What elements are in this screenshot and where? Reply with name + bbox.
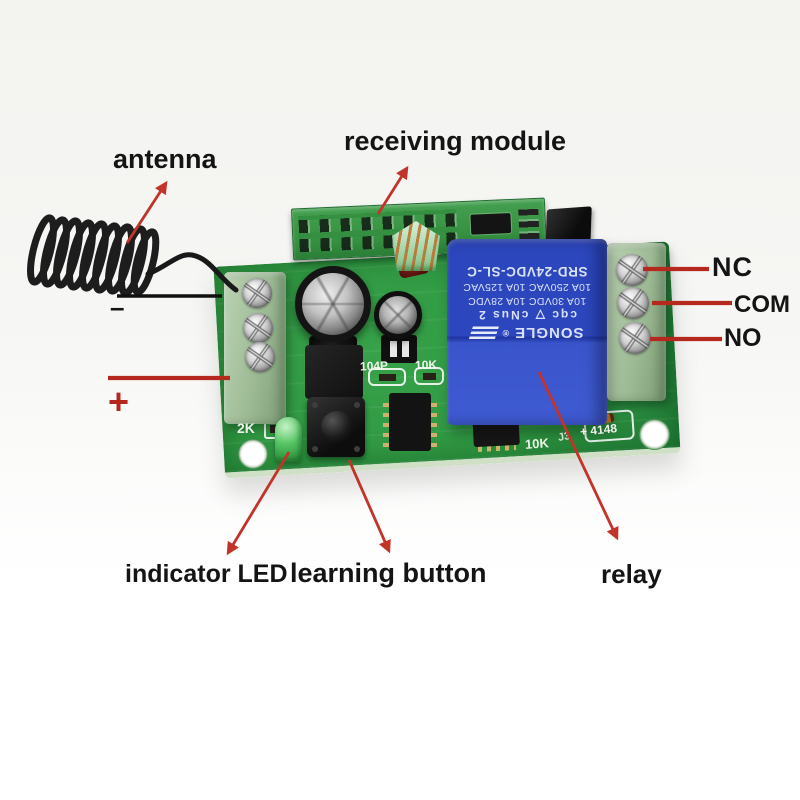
antenna-arrow xyxy=(125,180,168,244)
label-learning-button: learning button xyxy=(290,558,487,588)
smd-outline xyxy=(414,367,444,385)
mounting-hole xyxy=(238,439,268,469)
label-no: NO xyxy=(724,324,762,352)
label-relay: relay xyxy=(601,559,662,589)
terminal-screw xyxy=(242,278,272,308)
antenna-coil-icon xyxy=(27,214,160,297)
mounting-hole xyxy=(639,419,670,450)
terminal-screw xyxy=(243,313,273,343)
transistor-cluster xyxy=(305,345,363,399)
terminal-screw-nc xyxy=(616,254,648,286)
indicator-led-arrow xyxy=(226,451,291,556)
learning-button-arrow xyxy=(347,459,391,554)
relay-arrow xyxy=(537,371,619,541)
label-nc: NC xyxy=(712,252,753,282)
relay-body: SONGLE® cqc ▽ cNus 2 10A 30VDC 10A 28VDC… xyxy=(447,239,607,425)
silkscreen-2k: 2K xyxy=(237,420,255,436)
electrolytic-capacitor-small xyxy=(374,291,422,339)
capacitor-base xyxy=(381,335,417,363)
label-plus: + xyxy=(108,381,130,422)
label-indicator-led: indicator LED xyxy=(125,560,288,588)
button-plunger xyxy=(321,411,353,443)
smd-outline xyxy=(368,368,406,386)
label-com: COM xyxy=(734,291,790,318)
ic-chip xyxy=(383,393,437,451)
antenna-wire xyxy=(145,252,239,293)
terminal-screw xyxy=(245,342,275,372)
terminal-screw-no xyxy=(619,322,651,354)
label-antenna: antenna xyxy=(113,144,217,174)
terminal-screw-com xyxy=(617,287,649,319)
label-receiving-module: receiving module xyxy=(344,126,567,156)
receiving-module-arrow xyxy=(376,165,409,215)
electrolytic-capacitor-large xyxy=(295,266,371,342)
label-minus: – xyxy=(110,292,125,322)
